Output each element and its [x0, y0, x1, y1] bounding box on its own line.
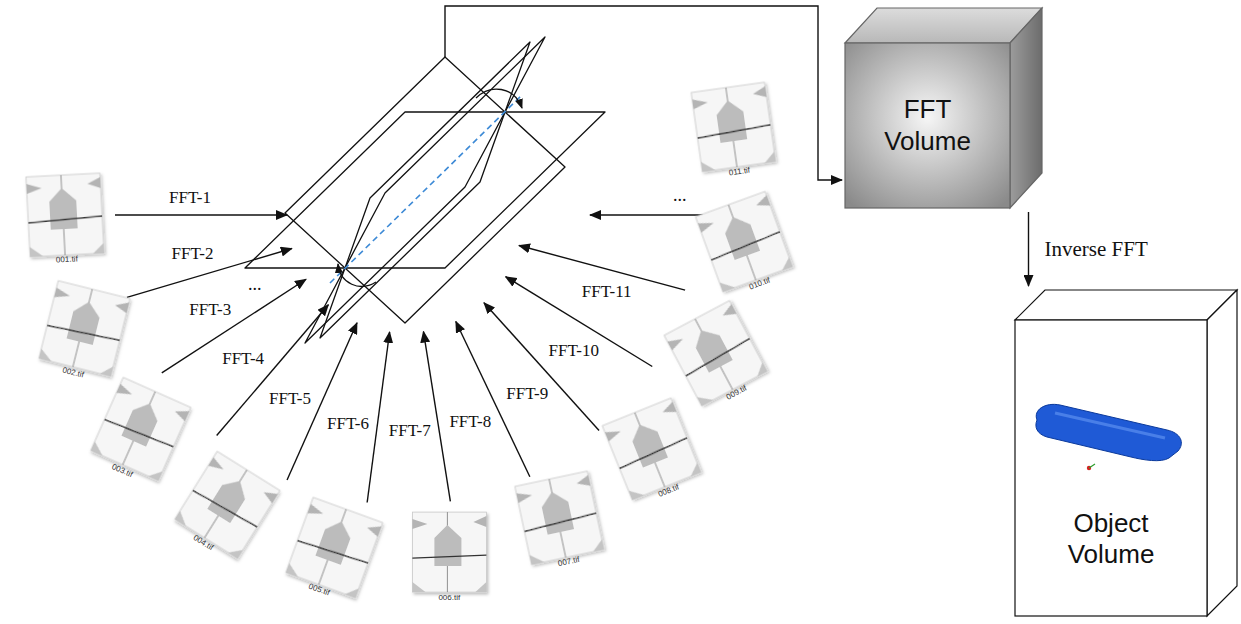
fft-label: FFT-6 — [327, 415, 369, 434]
projection-image — [696, 191, 793, 291]
projection-image — [26, 173, 104, 257]
ellipsis: ... — [248, 275, 262, 295]
file-name: 001.tif — [56, 256, 78, 266]
projection-image — [286, 497, 383, 597]
rotation-axis — [330, 95, 522, 283]
object-shape — [1036, 404, 1181, 470]
fourier-plane — [285, 57, 565, 323]
fft-arrow — [115, 214, 287, 215]
fft-arrow — [217, 305, 329, 436]
object-shape — [1036, 404, 1181, 460]
fourier-plane — [320, 42, 530, 338]
cube-box: FFT Volume — [845, 8, 1042, 208]
cube-label: FFT Volume — [868, 94, 988, 156]
fft-label: FFT-1 — [169, 189, 211, 208]
fft-label: FFT-2 — [172, 245, 214, 264]
cube-side — [1207, 290, 1237, 616]
projection-image — [664, 301, 767, 406]
projection-image — [696, 191, 793, 291]
fft-arrow — [162, 279, 306, 373]
fft-arrow — [367, 332, 389, 503]
projection-image — [664, 301, 767, 406]
axis-marker — [1089, 464, 1095, 468]
file-name: 007.tif — [557, 556, 580, 569]
fft-label: FFT-8 — [449, 413, 491, 432]
projection-image — [412, 512, 486, 592]
fft-arrow — [423, 332, 450, 502]
file-name: 003.tif — [110, 462, 133, 479]
ellipsis: ... — [673, 186, 687, 206]
projection-image — [175, 451, 280, 558]
connector-arrow — [1028, 212, 1029, 286]
cube-label: Object Volume — [1051, 508, 1171, 570]
projection-image — [39, 281, 130, 377]
projection-image — [515, 471, 604, 565]
file-name: 011.tif — [729, 167, 751, 179]
projection-image — [175, 451, 280, 558]
object-shape — [1055, 413, 1165, 438]
projection-image — [286, 497, 383, 597]
projection-image — [691, 82, 775, 172]
projection-image — [39, 281, 130, 377]
file-name: 005.tif — [307, 583, 330, 599]
cube-front — [845, 43, 1010, 208]
file-name: 009.tif — [725, 385, 748, 403]
fft-label: FFT-9 — [506, 385, 548, 404]
fft-label: FFT-10 — [549, 342, 599, 361]
file-name: 008.tif — [657, 483, 681, 499]
file-name: 002.tif — [62, 366, 85, 380]
fft-label: FFT-7 — [389, 422, 431, 441]
cube-front — [1015, 320, 1207, 616]
feed-arrow — [445, 6, 842, 180]
cube-top — [1015, 290, 1237, 320]
fourier-plane — [305, 37, 545, 343]
fft-label: FFT-4 — [222, 350, 264, 369]
rotation-arrow — [338, 264, 376, 286]
projection-image — [91, 377, 191, 480]
rotation-arrow — [476, 89, 522, 108]
projection-image — [602, 398, 701, 500]
projection-image — [515, 471, 604, 565]
fft-label: FFT-3 — [189, 301, 231, 320]
fft-arrow — [484, 303, 599, 431]
projection-image — [602, 398, 701, 500]
fft-label: FFT-11 — [582, 283, 632, 302]
fft-label: FFT-5 — [269, 390, 311, 409]
projection-image — [412, 512, 486, 592]
fft-arrow — [590, 214, 705, 215]
projection-image — [91, 377, 191, 480]
file-name: 010.tif — [748, 277, 771, 293]
fft-arrow — [506, 277, 653, 367]
cube-side — [1010, 8, 1042, 208]
file-name: 006.tif — [438, 594, 460, 603]
cube-face: Object Volume — [1015, 462, 1207, 616]
cube-face: FFT Volume — [845, 43, 1010, 208]
cube-top — [845, 8, 1042, 43]
projection-image — [26, 82, 792, 598]
file-name: 004.tif — [191, 534, 214, 553]
edge-label: Inverse FFT — [1043, 237, 1150, 261]
projection-image — [691, 82, 775, 172]
cube-box: Object Volume — [1015, 290, 1237, 616]
fourier-plane — [245, 37, 605, 343]
projection-image — [26, 173, 104, 257]
fft-arrow — [115, 215, 705, 503]
